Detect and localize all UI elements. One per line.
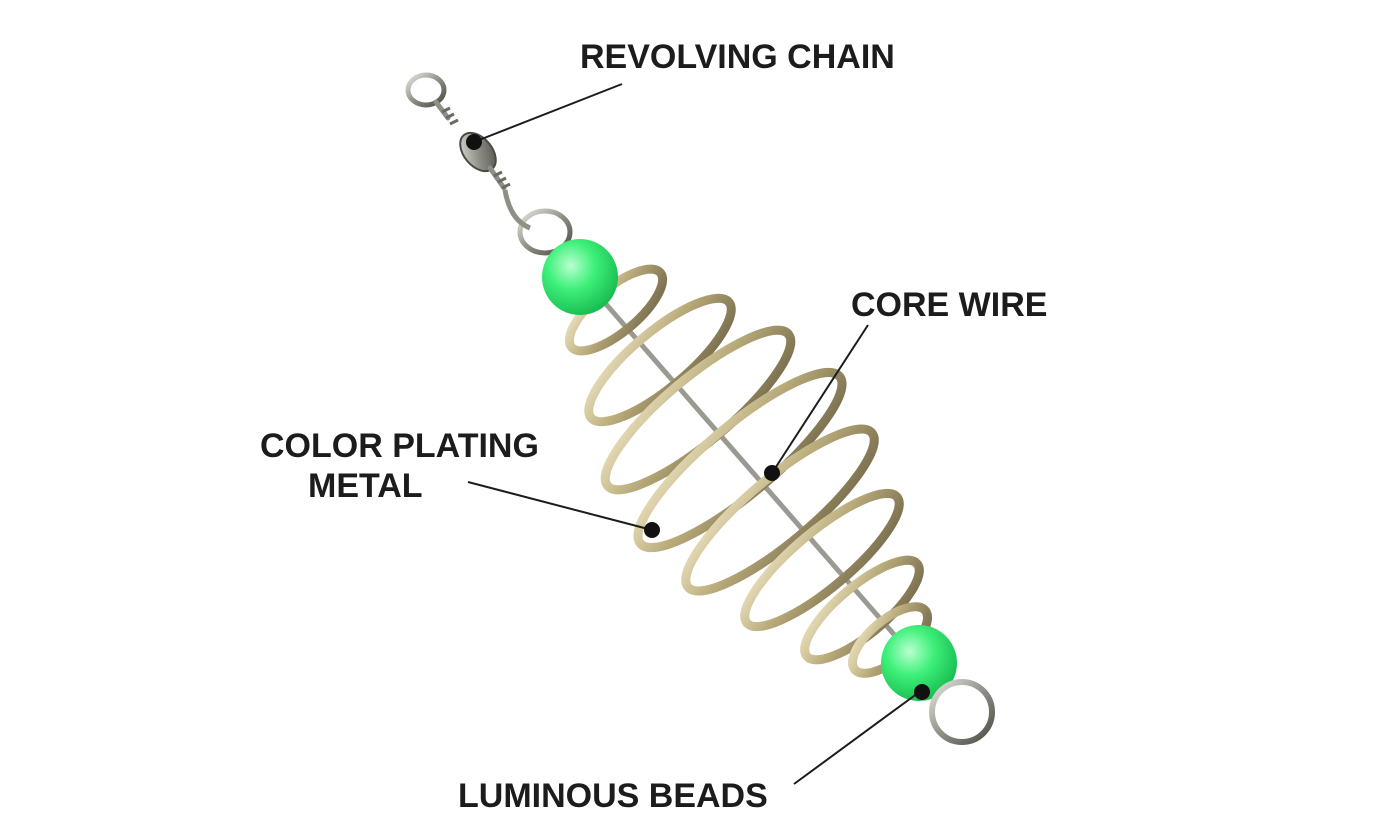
fishing-feeder-spring-icon [405,72,995,745]
leader-line-color-plating [467,481,653,531]
callout-dots [466,134,930,700]
luminous-bead-bottom-icon [881,625,957,701]
label-luminous-beads: LUMINOUS BEADS [458,777,768,815]
swivel-icon [405,72,573,256]
dot-luminous-beads [914,684,930,700]
dot-revolving-chain [466,134,482,150]
dot-core-wire [764,465,780,481]
end-ring-icon [929,679,995,745]
leader-line-luminous-beads [793,692,919,785]
leader-line-core-wire [771,324,869,474]
label-revolving-chain: REVOLVING CHAIN [580,38,895,76]
leader-lines [467,83,919,785]
label-color-plating-line2: METAL [308,467,423,505]
label-color-plating-line1: COLOR PLATING [260,427,539,465]
luminous-bead-top-icon [542,239,618,315]
label-core-wire: CORE WIRE [851,286,1047,324]
dot-color-plating [644,522,660,538]
spring-coil-icon [564,264,933,678]
leader-line-revolving-chain [473,83,623,143]
